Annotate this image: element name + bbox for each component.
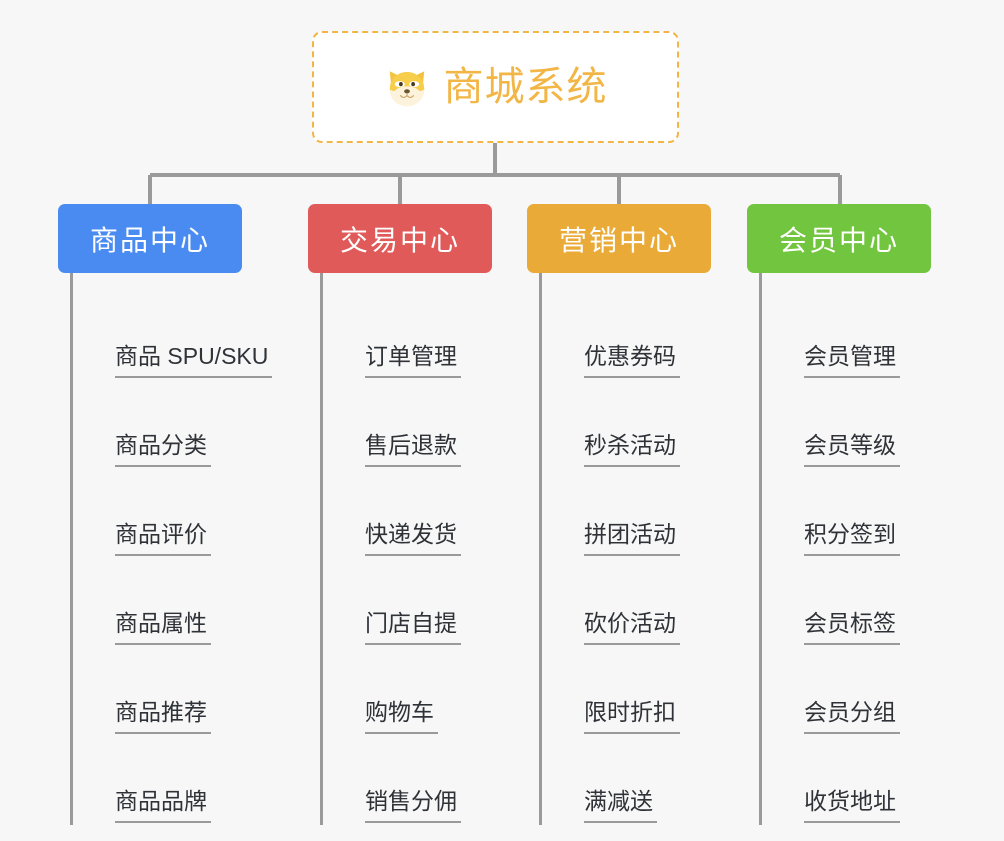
leaf-label: 满减送 [584,786,657,823]
leaf-label: 会员分组 [804,697,900,734]
leaf-item[interactable]: 商品评价 [85,469,242,558]
leaf-item[interactable]: 商品属性 [85,558,242,647]
leaf-item[interactable]: 订单管理 [335,291,492,380]
leaf-item[interactable]: 优惠券码 [554,291,711,380]
leaf-label: 会员标签 [804,608,900,645]
leaf-item[interactable]: 积分签到 [774,469,931,558]
leaf-item[interactable]: 限时折扣 [554,647,711,736]
category-header-1[interactable]: 交易中心 [308,204,492,273]
leaf-item[interactable]: 会员标签 [774,558,931,647]
leaf-label: 优惠券码 [584,341,680,378]
leaf-list-2: 优惠券码 秒杀活动 拼团活动 砍价活动 限时折扣 满减送 [539,273,711,825]
leaf-label: 商品 SPU/SKU [115,341,273,378]
leaf-label: 拼团活动 [584,519,680,556]
leaf-label: 售后退款 [365,430,461,467]
leaf-label: 限时折扣 [584,697,680,734]
leaf-item[interactable]: 门店自提 [335,558,492,647]
leaf-label: 销售分佣 [365,786,461,823]
leaf-item[interactable]: 拼团活动 [554,469,711,558]
leaf-item[interactable]: 商品分类 [85,380,242,469]
leaf-label: 快递发货 [365,519,461,556]
leaf-label: 秒杀活动 [584,430,680,467]
leaf-label: 商品推荐 [115,697,211,734]
dog-face-icon [389,71,424,107]
leaf-item[interactable]: 快递发货 [335,469,492,558]
leaf-label: 积分签到 [804,519,900,556]
leaf-label: 商品分类 [115,430,211,467]
leaf-label: 收货地址 [804,786,900,823]
category-column-3: 会员中心 会员管理 会员等级 积分签到 会员标签 会员分组 收货地址 [747,204,931,841]
leaf-list-0: 商品 SPU/SKU 商品分类 商品评价 商品属性 商品推荐 商品品牌 [70,273,273,825]
leaf-label: 会员管理 [804,341,900,378]
leaf-item[interactable]: 商品 SPU/SKU [85,291,273,380]
leaf-item[interactable]: 售后退款 [335,380,492,469]
leaf-list-3: 会员管理 会员等级 积分签到 会员标签 会员分组 收货地址 [759,273,931,825]
category-header-2[interactable]: 营销中心 [527,204,711,273]
leaf-label: 门店自提 [365,608,461,645]
leaf-item[interactable]: 会员分组 [774,647,931,736]
root-title: 商城系统 [443,65,608,109]
leaf-item[interactable]: 收货地址 [774,736,931,825]
leaf-label: 砍价活动 [584,608,680,645]
leaf-label: 购物车 [365,697,438,734]
leaf-item[interactable]: 砍价活动 [554,558,711,647]
category-header-0[interactable]: 商品中心 [58,204,242,273]
leaf-label: 订单管理 [365,341,461,378]
leaf-item[interactable]: 商品品牌 [85,736,242,825]
leaf-item[interactable]: 满减送 [554,736,711,825]
category-column-0: 商品中心 商品 SPU/SKU 商品分类 商品评价 商品属性 商品推荐 商品品牌 [58,204,273,841]
leaf-item[interactable]: 购物车 [335,647,492,736]
leaf-item[interactable]: 会员等级 [774,380,931,469]
leaf-item[interactable]: 会员管理 [774,291,931,380]
leaf-item[interactable]: 商品推荐 [85,647,242,736]
category-header-3[interactable]: 会员中心 [747,204,931,273]
leaf-item[interactable]: 销售分佣 [335,736,492,825]
category-column-1: 交易中心 订单管理 售后退款 快递发货 门店自提 购物车 销售分佣 [308,204,492,841]
leaf-label: 商品品牌 [115,786,211,823]
leaf-label: 会员等级 [804,430,900,467]
leaf-label: 商品评价 [115,519,211,556]
root-node[interactable]: 商城系统 [312,31,679,143]
leaf-list-1: 订单管理 售后退款 快递发货 门店自提 购物车 销售分佣 [320,273,492,825]
leaf-item[interactable]: 秒杀活动 [554,380,711,469]
leaf-label: 商品属性 [115,608,211,645]
category-column-2: 营销中心 优惠券码 秒杀活动 拼团活动 砍价活动 限时折扣 满减送 [527,204,711,841]
